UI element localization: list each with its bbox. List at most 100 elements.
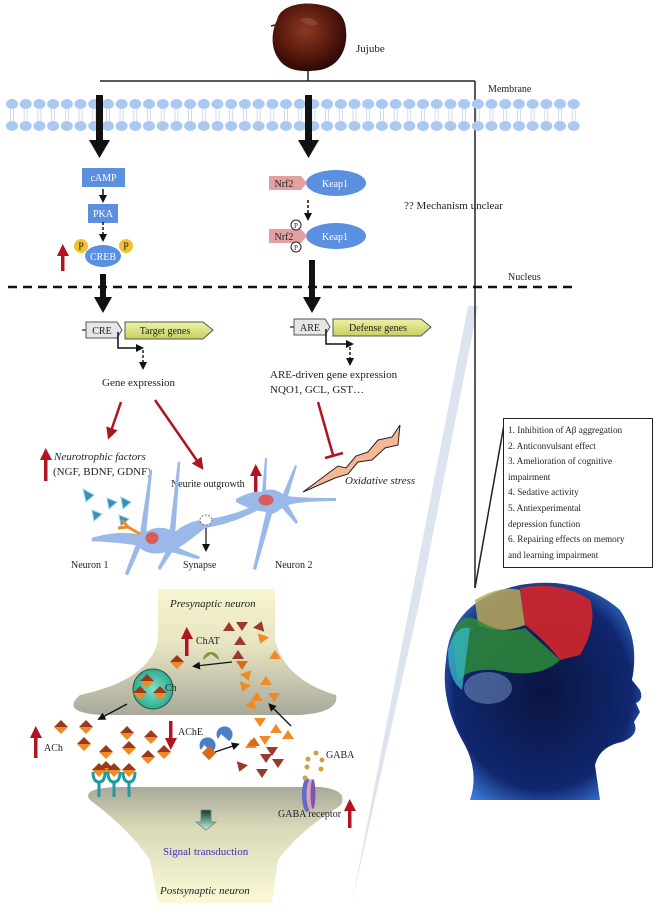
gaba-label: GABA — [326, 750, 355, 761]
neurotrophic-label: Neurotrophic factors — [53, 451, 146, 463]
up-arrow-ach — [30, 726, 42, 758]
choline-molecule — [259, 736, 271, 745]
ach-molecule — [79, 720, 93, 734]
svg-text:Nrf2: Nrf2 — [275, 179, 294, 190]
ache-enzyme-1 — [199, 737, 216, 752]
nucleus-arrow-right — [303, 260, 321, 313]
lipid — [170, 99, 183, 131]
lipid — [567, 99, 580, 131]
cell-membrane — [6, 99, 580, 131]
brain-head-image — [444, 582, 642, 800]
choline-molecule — [248, 737, 260, 746]
membrane-arrow-left — [89, 95, 110, 158]
choline-molecule — [239, 670, 252, 681]
lipid — [554, 99, 566, 131]
effect-item: 6. Repairing effects on memory — [508, 534, 625, 545]
lipid — [266, 99, 279, 131]
effect-item: impairment — [508, 471, 551, 482]
svg-text:Keap1: Keap1 — [322, 179, 348, 190]
choline-molecule — [252, 621, 265, 632]
svg-text:PKA: PKA — [93, 209, 114, 220]
lipid — [143, 99, 155, 131]
neuron-2-label: Neuron 2 — [275, 560, 313, 571]
choline-molecule — [270, 724, 282, 733]
ach-molecule — [54, 720, 68, 734]
membrane-label: Membrane — [488, 84, 532, 95]
jujube-icon — [270, 3, 347, 72]
nrf2-keap1-complex: Nrf2 Keap1 — [269, 170, 366, 196]
neuron-2-nucleus — [258, 494, 274, 506]
lipid — [375, 99, 388, 131]
choline-molecule — [272, 759, 284, 768]
choline-molecule — [260, 754, 272, 763]
choline-molecule — [256, 769, 268, 778]
svg-text:Target genes: Target genes — [140, 326, 191, 337]
lipid — [33, 99, 46, 131]
mechanism-unclear-label: ?? Mechanism unclear — [404, 200, 503, 212]
zoom-beam — [352, 306, 478, 902]
effect-item: 3. Amelioration of cognitive — [508, 456, 613, 467]
lipid — [280, 99, 292, 131]
choline-molecule — [232, 650, 244, 659]
synapse-label: Synapse — [183, 560, 217, 571]
lipid — [47, 99, 60, 131]
svg-text:ARE: ARE — [300, 323, 320, 334]
inhibit-oxidative — [316, 401, 344, 460]
lipid — [485, 99, 498, 131]
lipid — [362, 99, 375, 131]
up-arrow-neurite — [250, 464, 262, 495]
choline-molecule — [282, 730, 294, 739]
choline-molecule — [266, 747, 278, 756]
lipid — [499, 99, 512, 131]
lipid — [430, 99, 443, 131]
lipid — [293, 99, 306, 131]
ach-receptors — [91, 763, 137, 797]
chat-synthesis-arrow — [192, 661, 233, 670]
are-genes-label: NQO1, GCL, GST… — [270, 384, 364, 396]
lipid — [115, 99, 128, 131]
lipid — [225, 99, 238, 131]
oxidative-stress-label: Oxidative stress — [345, 475, 415, 487]
effect-item: and learning impairment — [508, 549, 599, 560]
ach-receptor — [91, 763, 107, 797]
chat-label: ChAT — [196, 636, 220, 647]
choline-molecule — [239, 681, 252, 692]
svg-text:P: P — [294, 222, 298, 230]
svg-text:Defense genes: Defense genes — [349, 323, 407, 334]
transcription-start-left — [117, 332, 144, 352]
phospho-nrf2-keap1-complex: Nrf2 Keap1 P P — [269, 219, 366, 253]
are-expression-label: ARE-driven gene expression — [270, 369, 398, 381]
target-genes: Target genes — [124, 321, 214, 340]
svg-text:Nrf2: Nrf2 — [275, 232, 294, 243]
neurite-outgrowth-label: Neurite outgrowth — [171, 479, 245, 490]
choline-molecule — [234, 636, 246, 645]
ach-molecule — [140, 674, 154, 688]
transcription-start-right — [325, 329, 354, 348]
arrow-to-neurite — [153, 399, 204, 470]
neuron-1-label: Neuron 1 — [71, 560, 109, 571]
lipid — [348, 99, 361, 131]
neuron-1-nucleus — [145, 532, 159, 544]
gaba-receptor — [302, 775, 316, 812]
choline-molecule — [268, 693, 280, 702]
ach-release-arrow — [97, 703, 128, 720]
choline-molecule — [257, 633, 270, 644]
ach-molecule — [157, 745, 171, 759]
choline-molecule — [269, 650, 281, 659]
creb-protein: CREB — [85, 245, 121, 267]
lipid — [197, 99, 210, 131]
pharmacological-effects-box: 1. Inhibition of Aβ aggregation 2. Antic… — [503, 418, 653, 568]
lipid — [417, 99, 429, 131]
choline-particles — [223, 621, 294, 778]
neuron-2 — [236, 458, 336, 570]
presynaptic-label: Presynaptic neuron — [169, 598, 256, 610]
ach-molecule — [77, 737, 91, 751]
synapse-marker — [199, 514, 213, 526]
ache-hydrolysis-arrow — [214, 742, 240, 753]
postsynaptic-label: Postsynaptic neuron — [159, 885, 250, 897]
lipid — [101, 99, 114, 131]
choline-molecule — [236, 761, 249, 772]
lipid — [403, 99, 416, 131]
chat-enzyme — [203, 652, 219, 660]
